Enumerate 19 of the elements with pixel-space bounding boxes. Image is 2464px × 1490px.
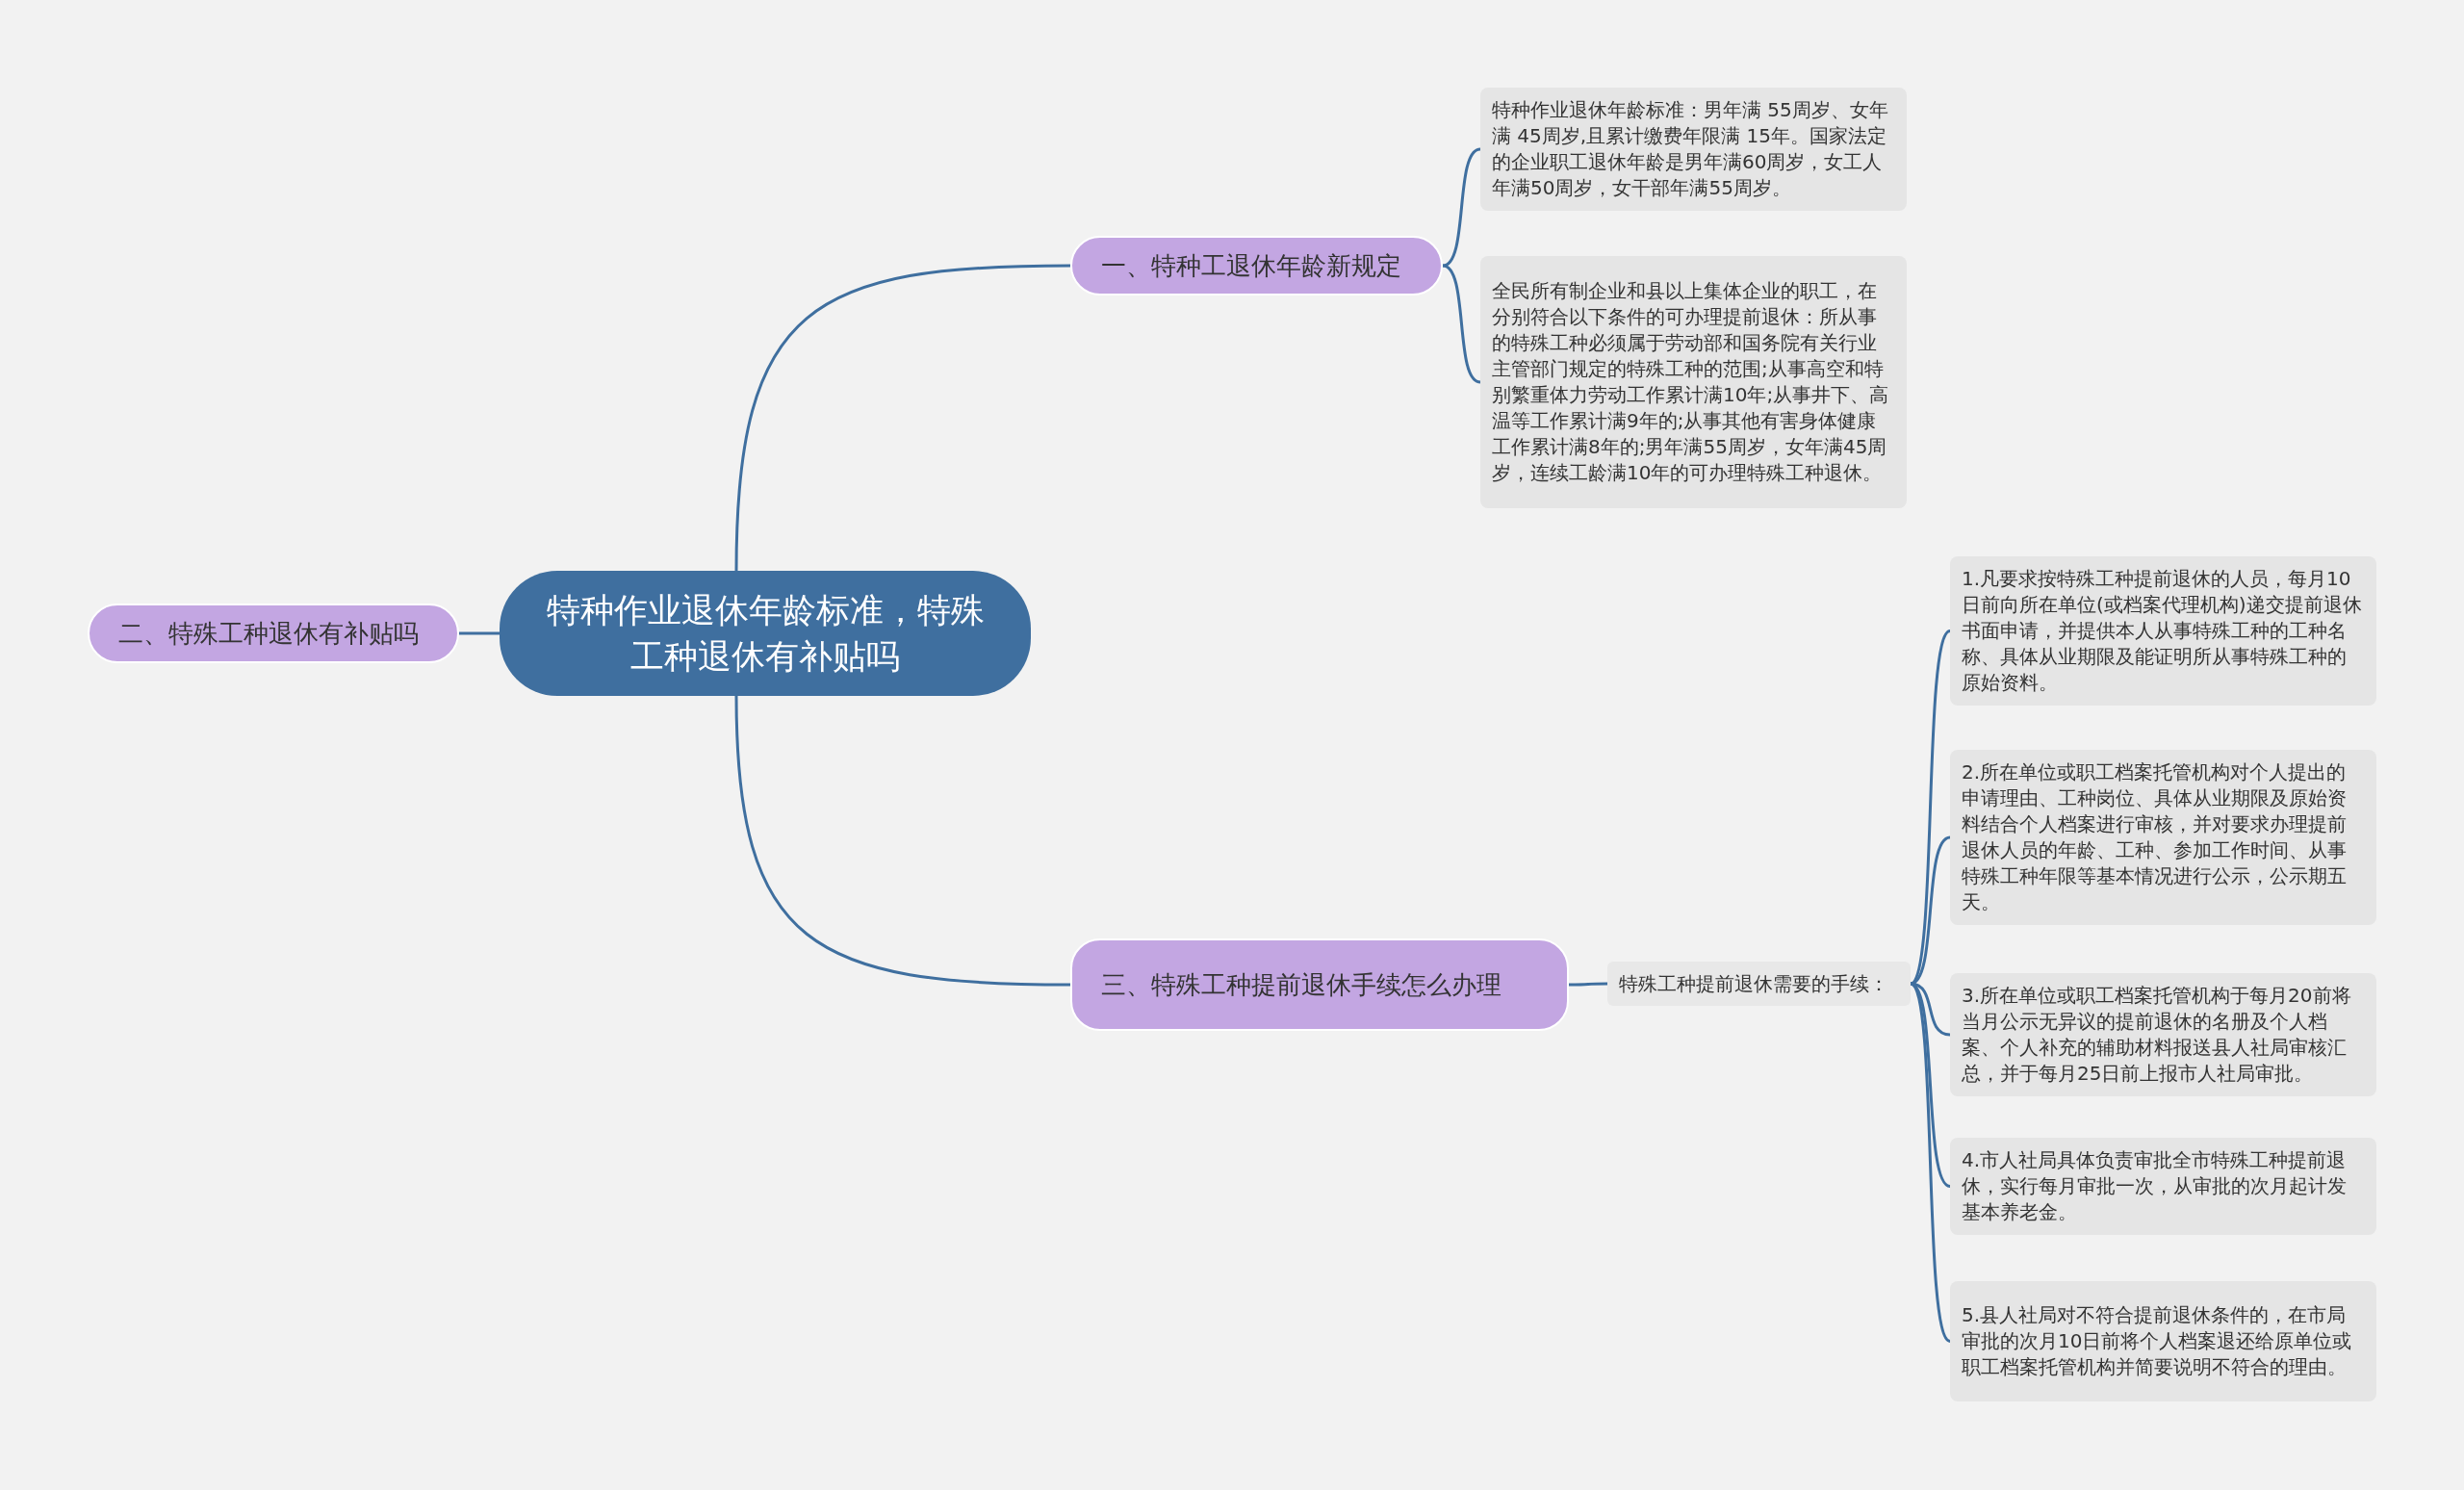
connector-line [1442,264,1481,384]
note-box: 4.市人社局具体负责审批全市特殊工种提前退休，实行每月审批一次，从审批的次月起计发基本养老金。 [1950,1138,2376,1235]
central-topic: 特种作业退休年龄标准，特殊工种退休有补贴吗 [500,571,1031,696]
connector-line [1569,982,1607,987]
connector-line [459,631,500,635]
connector-line [734,695,1071,987]
topic-box: 二、特殊工种退休有补贴吗 [88,604,459,663]
connector-line [1909,983,1952,1343]
connector-line [734,264,1071,572]
note-box: 5.县人社局对不符合提前退休条件的，在市局审批的次月10日前将个人档案退还给原单位或职工档案托管机构并简要说明不符合的理由。 [1950,1281,2376,1401]
topic-box: 一、特种工退休年龄新规定 [1070,236,1443,295]
note-box: 2.所在单位或职工档案托管机构对个人提出的申请理由、工种岗位、具体从业期限及原始资料结合个人档案进行审核，并对要求办理提前退休人员的年龄、工种、参加工作时间、从事特殊工种年限等基本情况进行公示，公示期五天。 [1950,750,2376,925]
note-box: 1.凡要求按特殊工种提前退休的人员，每月10日前向所在单位(或档案代理机构)递交提前退休书面申请，并提供本人从事特殊工种的工种名称、具体从业期限及能证明所从事特殊工种的原始资料。 [1950,556,2376,706]
connector-line [1442,147,1481,268]
note-box: 全民所有制企业和县以上集体企业的职工，在分别符合以下条件的可办理提前退休：所从事的特殊工种必须属于劳动部和国务院有关行业主管部门规定的特殊工种的范围;从事高空和特别繁重体力劳动工作累计满10年;从事井下、高温等工作累计满9年的;从事其他有害身体健康工作累计满8年的;男年满55周岁，女年满45周岁，连续工龄满10年的可办理特殊工种退休。 [1480,256,1907,508]
topic-box: 三、特殊工种提前退休手续怎么办理 [1070,938,1569,1031]
subtopic-box: 特殊工种提前退休需要的手续： [1607,962,1911,1006]
note-box: 3.所在单位或职工档案托管机构于每月20前将当月公示无异议的提前退休的名册及个人档案、个人补充的辅助材料报送县人社局审核汇总，并于每月25日前上报市人社局审批。 [1950,973,2376,1096]
note-box: 特种作业退休年龄标准：男年满 55周岁、女年满 45周岁,且累计缴费年限满 15年。国家法定的企业职工退休年龄是男年满60周岁，女工人年满50周岁，女干部年满55周岁。 [1480,88,1907,211]
